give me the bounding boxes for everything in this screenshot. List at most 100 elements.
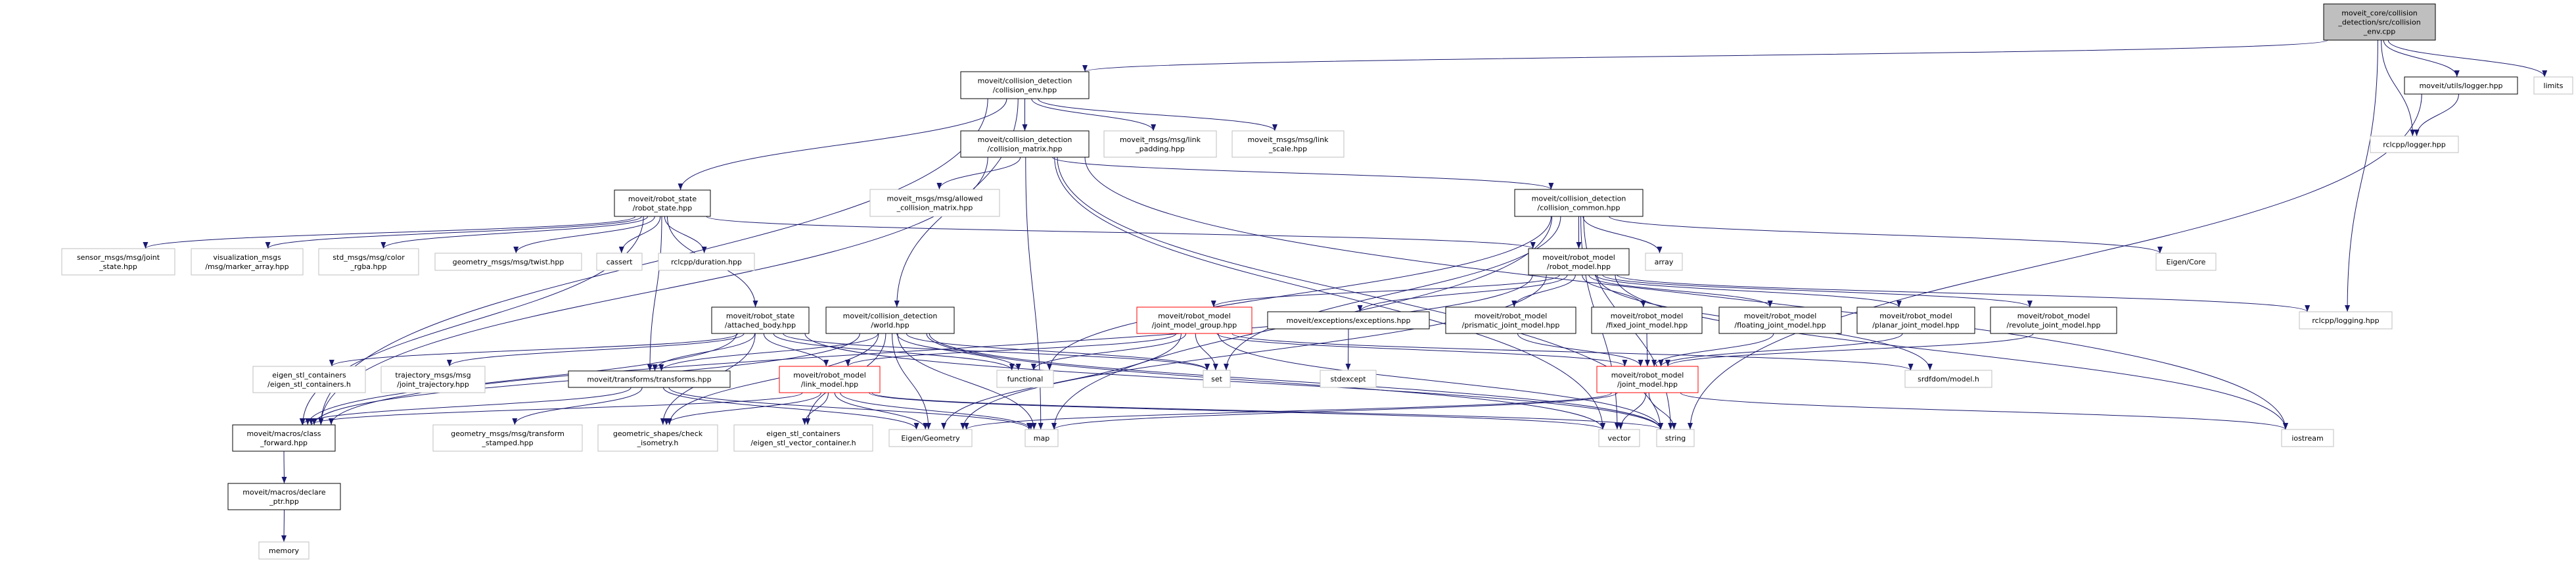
node-label-line: /attached_body.hpp	[725, 321, 796, 330]
node-label-line: moveit/exceptions/exceptions.hpp	[1287, 316, 1411, 325]
node-robot-model[interactable]: moveit/robot_model/robot_model.hpp	[1528, 248, 1630, 276]
node-label-line: _ptr.hpp	[269, 497, 299, 506]
edge-cpp-to-logging	[2345, 39, 2378, 312]
node-class-forward[interactable]: moveit/macros/class_forward.hpp	[232, 424, 336, 452]
edge-jmg-to-functional	[1030, 333, 1187, 371]
node-allowed-cm: moveit_msgs/msg/allowed_collision_matrix…	[869, 189, 1000, 217]
node-box	[1445, 306, 1576, 334]
node-cassert: cassert	[596, 253, 643, 271]
node-label-line: moveit/robot_model	[1475, 312, 1548, 320]
node-label-line: _rgba.hpp	[350, 262, 387, 271]
node-label-line: functional	[1007, 375, 1044, 383]
node-box	[1718, 306, 1842, 334]
node-eigen-core: Eigen/Core	[2155, 253, 2217, 271]
edge-collision_env-to-class_forward	[318, 98, 988, 426]
edge-world-to-map	[897, 333, 1037, 430]
node-label-line: eigen_stl_containers	[272, 371, 346, 379]
node-label-line: map	[1034, 434, 1049, 443]
edge-robot_model-to-exceptions	[1357, 274, 1568, 312]
node-declare-ptr[interactable]: moveit/macros/declare_ptr.hpp	[227, 483, 341, 510]
edge-transforms-to-transform_stamped	[512, 387, 643, 426]
node-exceptions[interactable]: moveit/exceptions/exceptions.hpp	[1267, 311, 1430, 330]
node-label-line: /link_model.hpp	[801, 380, 858, 389]
edge-robot_state-to-robot_model	[706, 216, 1536, 249]
node-memory: memory	[258, 541, 310, 560]
node-box	[1024, 429, 1059, 447]
edge-link_model-to-vector	[869, 392, 1605, 430]
node-label-line: moveit/robot_model	[1879, 312, 1952, 320]
node-jmg[interactable]: moveit/robot_model/joint_model_group.hpp	[1136, 306, 1253, 334]
node-box	[61, 248, 175, 276]
node-limits: limits	[2533, 76, 2573, 95]
node-joint-model[interactable]: moveit/robot_model/joint_model.hpp	[1596, 366, 1699, 393]
edge-link_model-to-eigen_geometry	[834, 392, 929, 430]
node-vector: vector	[1598, 429, 1640, 447]
edge-joint_model-to-map	[1051, 392, 1618, 430]
node-box	[888, 429, 973, 447]
node-label-line: moveit/transforms/transforms.hpp	[587, 376, 711, 384]
edge-world-to-check_isometry	[666, 333, 879, 426]
node-collision-common[interactable]: moveit/collision_detection/collision_com…	[1514, 189, 1644, 217]
node-label-line: rclcpp/logging.hpp	[2312, 316, 2379, 325]
node-collision-matrix[interactable]: moveit/collision_detection/collision_mat…	[960, 130, 1090, 158]
edge-jmg-to-link_model	[845, 333, 1177, 367]
node-box	[258, 541, 310, 560]
node-label-line: _isometry.h	[637, 439, 679, 447]
node-label-line: _collision_matrix.hpp	[896, 204, 973, 212]
node-attached-body[interactable]: moveit/robot_state/attached_body.hpp	[711, 306, 810, 334]
edge-link_model-to-check_isometry	[664, 392, 821, 426]
node-label-line: _state.hpp	[99, 262, 137, 271]
node-label-line: /collision_env.hpp	[993, 86, 1057, 95]
node-box	[1856, 306, 1975, 334]
node-label-line: moveit_core/collision	[2341, 9, 2418, 18]
edge-collision_env-to-link_scale	[1038, 98, 1277, 132]
node-world[interactable]: moveit/collision_detection/world.hpp	[825, 306, 955, 334]
node-link-model[interactable]: moveit/robot_model/link_model.hpp	[779, 366, 881, 393]
edge-cpp-to-utils_logger	[2383, 39, 2460, 78]
node-fixed[interactable]: moveit/robot_model/fixed_joint_model.hpp	[1591, 306, 1703, 334]
node-label-line: moveit/robot_model	[1611, 371, 1684, 379]
node-label-line: trajectory_msgs/msg	[395, 371, 471, 379]
node-box	[1596, 366, 1699, 393]
node-robot-state[interactable]: moveit/robot_state/robot_state.hpp	[614, 189, 711, 217]
node-label-line: /prismatic_joint_model.hpp	[1462, 321, 1560, 330]
node-label-line: /collision_matrix.hpp	[988, 145, 1063, 153]
node-label-line: moveit/robot_model	[1744, 312, 1817, 320]
edge-collision_matrix-to-collision_common	[1052, 157, 1554, 190]
node-label-line: moveit_msgs/msg/link	[1120, 135, 1201, 144]
edge-utils_logger-to-rclcpp_logger	[2414, 93, 2459, 137]
edge-attached_body-to-eigen_stl_containers	[329, 333, 739, 367]
edge-world-to-eigen_geometry	[892, 333, 931, 430]
edge-attached_body-to-joint_trajectory	[447, 333, 745, 367]
node-cpp[interactable]: moveit_core/collision_detection/src/coll…	[2323, 3, 2436, 41]
node-revolute[interactable]: moveit/robot_model/revolute_joint_model.…	[1990, 306, 2117, 334]
edge-jmg-to-srdfdom	[1231, 333, 1914, 371]
edge-robot_state-to-color_rgba	[380, 216, 649, 249]
node-map: map	[1024, 429, 1059, 447]
edge-world-to-transforms	[658, 333, 879, 372]
node-label-line: moveit_msgs/msg/allowed	[887, 195, 983, 203]
node-collision-env[interactable]: moveit/collision_detection/collision_env…	[960, 71, 1090, 99]
node-planar[interactable]: moveit/robot_model/planar_joint_model.hp…	[1856, 306, 1975, 334]
node-transforms[interactable]: moveit/transforms/transforms.hpp	[568, 370, 731, 388]
node-box	[996, 370, 1054, 388]
edge-link_model-to-map	[840, 392, 1034, 430]
edge-robot_state-to-joint_state	[143, 216, 636, 249]
node-utils-logger[interactable]: moveit/utils/logger.hpp	[2404, 76, 2518, 95]
node-array: array	[1645, 253, 1683, 271]
node-label-line: /revolute_joint_model.hpp	[2007, 321, 2101, 330]
node-box	[1598, 429, 1640, 447]
node-label-line: moveit/macros/class	[246, 429, 321, 438]
node-label-line: moveit/robot_model	[793, 371, 866, 379]
node-marker-array: visualization_msgs/msg/marker_array.hpp	[191, 248, 304, 276]
node-label-line: moveit/robot_model	[1611, 312, 1684, 320]
node-box	[597, 424, 718, 452]
node-box	[252, 366, 366, 393]
node-box	[869, 189, 1000, 217]
node-label-line: moveit/collision_detection	[978, 77, 1072, 86]
node-prismatic[interactable]: moveit/robot_model/prismatic_joint_model…	[1445, 306, 1576, 334]
node-label-line: set	[1211, 375, 1222, 383]
node-label-line: /robot_model.hpp	[1547, 262, 1611, 271]
node-floating[interactable]: moveit/robot_model/floating_joint_model.…	[1718, 306, 1842, 334]
node-box	[960, 71, 1090, 99]
